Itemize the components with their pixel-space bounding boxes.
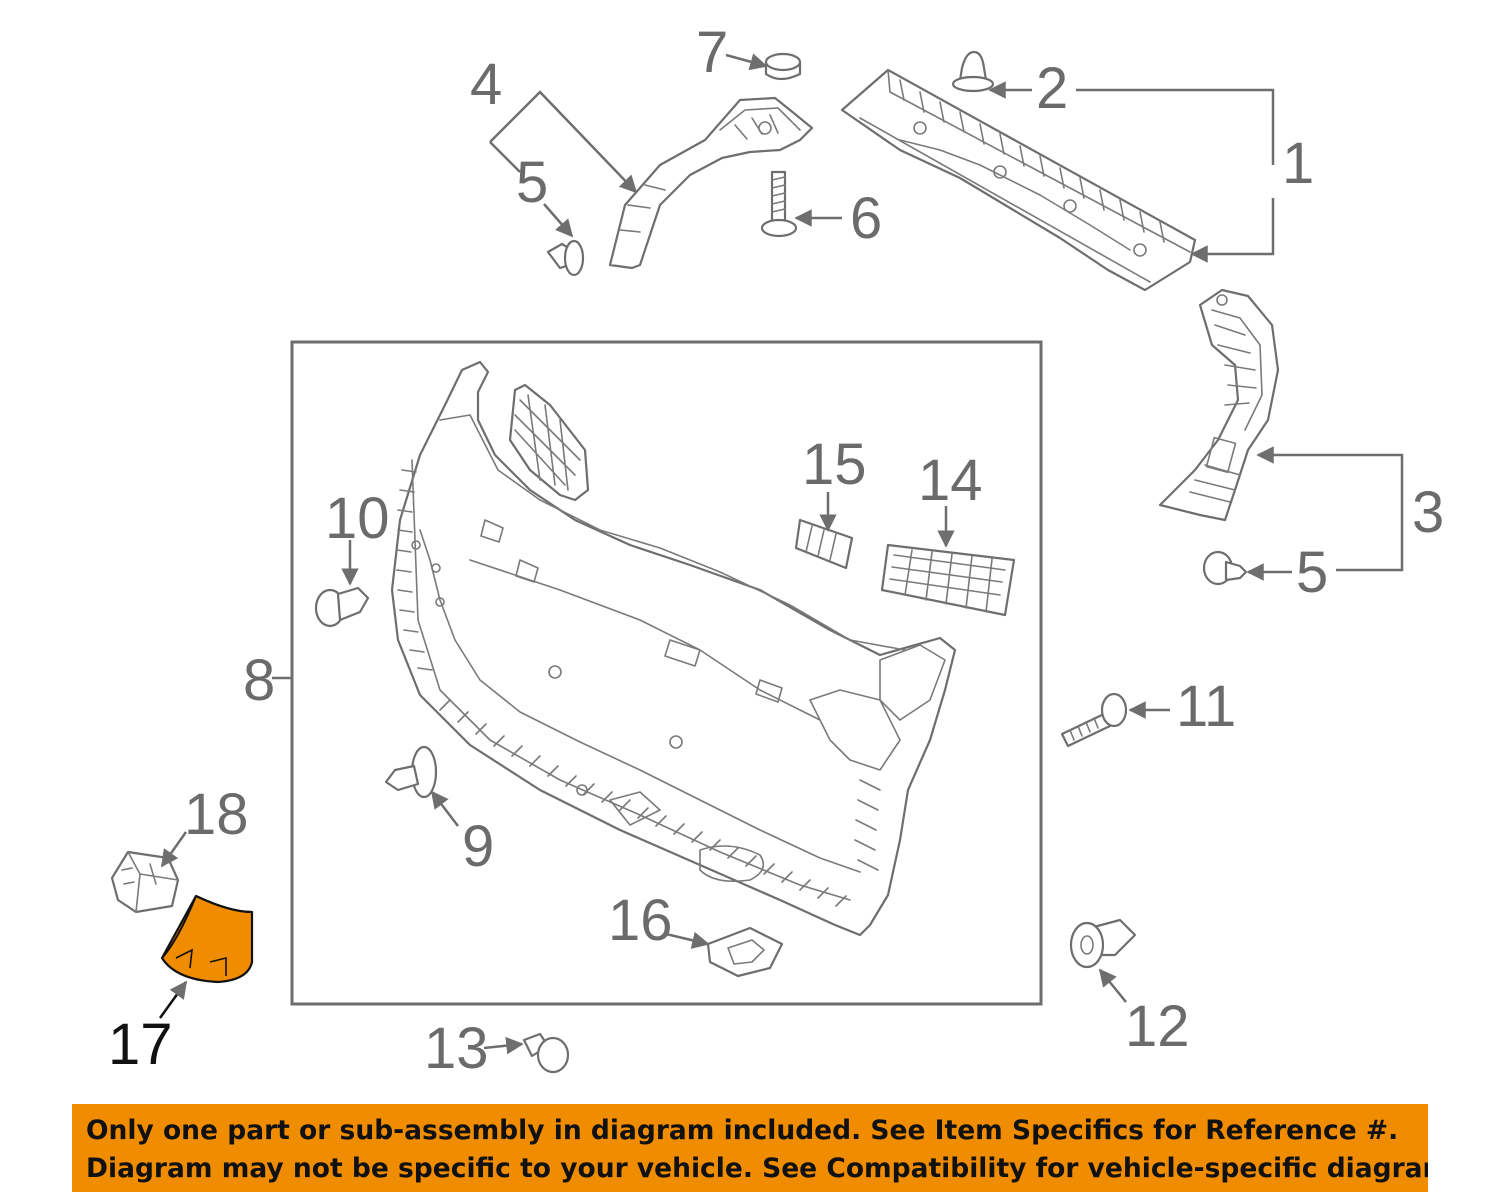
callout-9: 9 — [462, 814, 494, 879]
callout-7: 7 — [696, 20, 728, 85]
disclaimer-banner: Only one part or sub-assembly in diagram… — [72, 1104, 1428, 1192]
part-11-screw — [1060, 692, 1128, 748]
part-3-right-trim — [1158, 288, 1280, 522]
disclaimer-line-1: Only one part or sub-assembly in diagram… — [86, 1115, 1399, 1146]
callout-18: 18 — [184, 782, 249, 847]
part-2-push-pin — [951, 50, 995, 93]
part-14-grille-cover — [880, 543, 1016, 617]
callout-10: 10 — [325, 486, 390, 551]
part-10-push-clip — [314, 586, 370, 628]
part-12-clip — [1069, 918, 1137, 969]
part-6-bolt — [760, 170, 798, 238]
part-15-small-cover — [794, 518, 854, 570]
callout-2: 2 — [1036, 56, 1068, 121]
callout-15: 15 — [802, 432, 867, 497]
callout-11: 11 — [1176, 674, 1236, 739]
callout-8: 8 — [243, 648, 275, 713]
part-13-clip — [522, 1032, 570, 1074]
callout-13: 13 — [424, 1016, 489, 1081]
part-18-bumper-stop — [110, 850, 180, 914]
callout-3: 3 — [1412, 480, 1444, 545]
callout-17: 17 — [108, 1012, 173, 1077]
callout-5-right: 5 — [1296, 540, 1328, 605]
part-8-group-frame — [290, 340, 1043, 1006]
callout-5-left: 5 — [516, 150, 548, 215]
callout-4: 4 — [470, 52, 502, 117]
part-4-left-pillar-trim — [608, 96, 814, 270]
callout-1: 1 — [1282, 131, 1314, 196]
part-7-cap — [764, 52, 802, 81]
part-5-clip-left — [546, 239, 585, 277]
part-9-pin — [384, 745, 438, 799]
callout-12: 12 — [1125, 994, 1190, 1059]
part-17-bumper-highlighted — [160, 894, 254, 984]
callout-labels: 1 2 3 4 5 5 6 7 8 9 10 11 12 13 14 15 16… — [108, 20, 1444, 1081]
part-5-clip-right — [1202, 550, 1248, 586]
part-16-bezel — [706, 926, 784, 978]
part-1-upper-trim — [840, 68, 1197, 292]
leader-lines — [158, 53, 1404, 1055]
callout-6: 6 — [850, 186, 882, 251]
callout-16: 16 — [608, 888, 673, 953]
part-8-liftgate-trim-panel — [390, 360, 957, 937]
callout-14: 14 — [918, 448, 983, 513]
disclaimer-line-2: Diagram may not be specific to your vehi… — [86, 1153, 1428, 1184]
